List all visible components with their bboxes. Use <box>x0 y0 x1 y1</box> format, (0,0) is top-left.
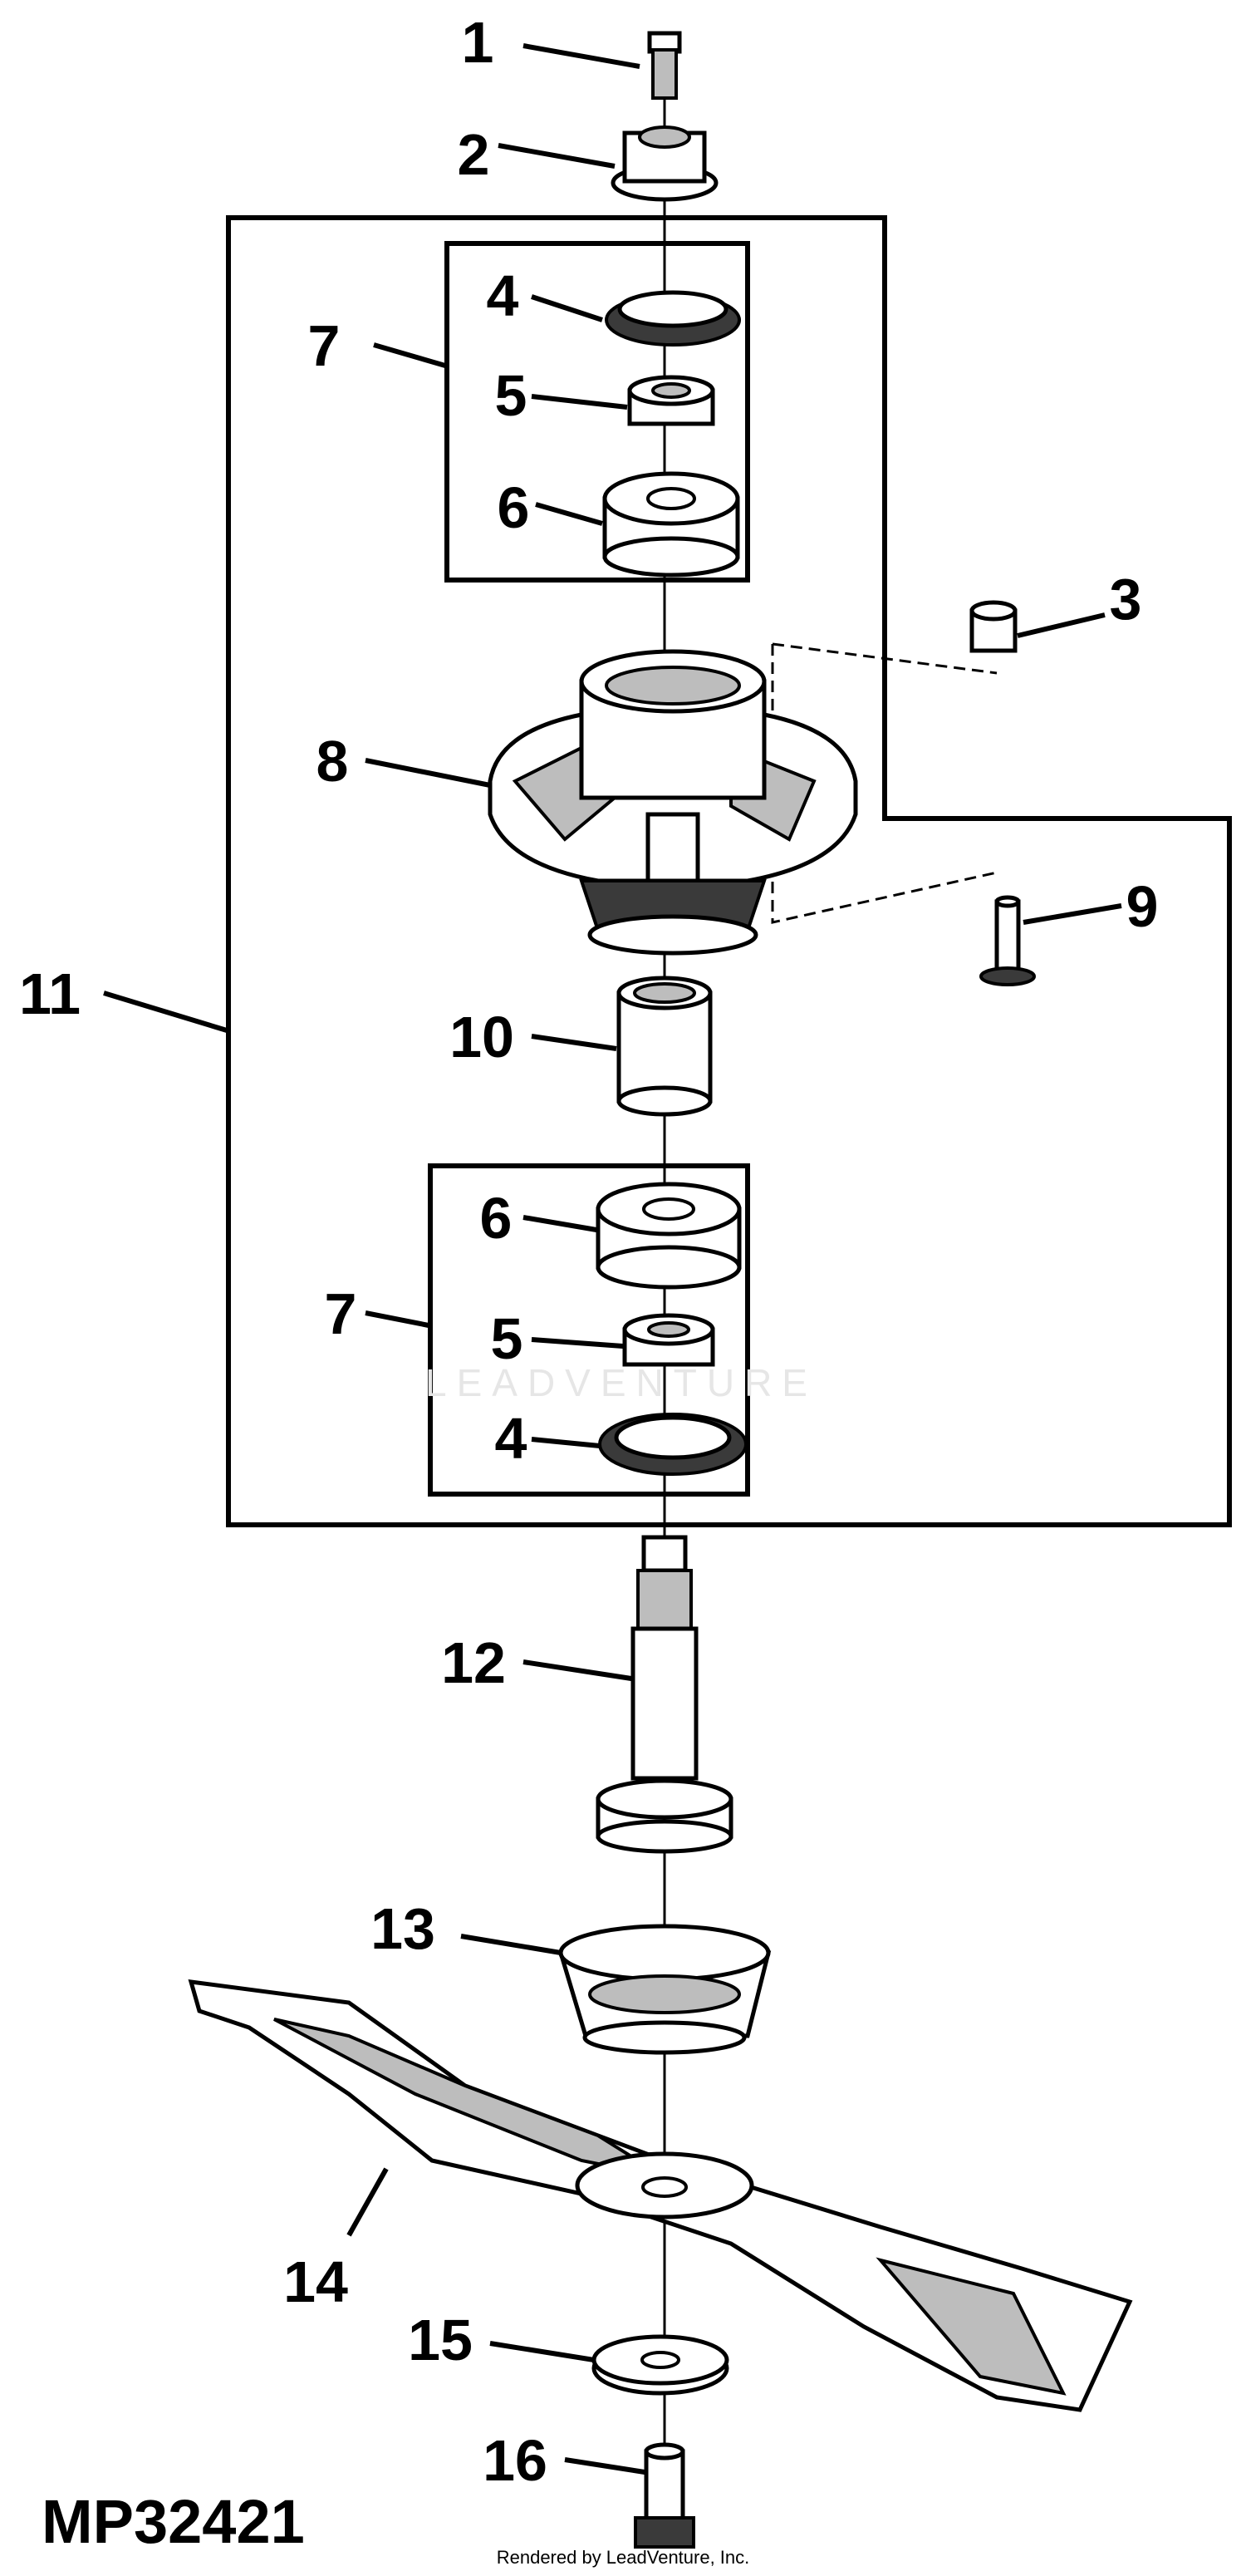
part-5-bearing-upper <box>627 375 715 426</box>
part-5-bearing-lower <box>622 1313 715 1367</box>
part-10-spacer-tube <box>616 976 713 1117</box>
part-14-mower-blade <box>188 1979 1133 2412</box>
dashed-connector-3 <box>772 642 998 675</box>
callout-14: 14 <box>283 2249 348 2314</box>
callout-13: 13 <box>370 1896 435 1961</box>
callout-7-upper: 7 <box>308 313 341 378</box>
figure-id: MP32421 <box>42 2487 305 2556</box>
part-13-blade-adapter <box>557 1924 772 2055</box>
callout-10: 10 <box>449 1005 514 1069</box>
watermark-text: LEADVENTURE <box>425 1361 817 1404</box>
callout-5-lower: 5 <box>491 1306 523 1371</box>
bearing-kit-box-upper <box>444 241 750 583</box>
callout-9: 9 <box>1126 874 1159 939</box>
part-3-nut <box>969 600 1018 653</box>
part-4-seal-upper <box>605 290 741 347</box>
part-6-spacer-upper <box>602 471 740 578</box>
part-6-spacer-lower <box>596 1182 742 1290</box>
callout-8: 8 <box>316 729 349 794</box>
render-credit: Rendered by LeadVenture, Inc. <box>497 2547 750 2568</box>
part-8-spindle-housing <box>488 649 858 956</box>
callout-1: 1 <box>462 10 494 75</box>
part-9-bolt <box>979 895 1036 986</box>
callout-16: 16 <box>483 2428 547 2493</box>
callout-15: 15 <box>408 2308 473 2372</box>
callout-5-upper: 5 <box>495 363 527 428</box>
callout-3: 3 <box>1110 567 1142 632</box>
leader-lines <box>103 43 1122 2475</box>
part-4-seal-lower <box>598 1413 748 1476</box>
part-1-screw <box>647 31 682 100</box>
callout-2: 2 <box>458 122 490 187</box>
part-15-washer <box>591 2334 729 2396</box>
callout-12: 12 <box>441 1630 506 1695</box>
callout-6-lower: 6 <box>480 1186 513 1251</box>
callout-6-upper: 6 <box>498 475 530 540</box>
callout-4-lower: 4 <box>495 1406 527 1471</box>
assembly-11-outline <box>226 215 1232 1527</box>
callout-4-upper: 4 <box>487 263 519 328</box>
bearing-kit-box-lower <box>428 1163 750 1497</box>
callout-7-lower: 7 <box>325 1281 357 1346</box>
part-2-flange-nut <box>611 125 719 202</box>
part-12-spindle-shaft <box>596 1535 733 1854</box>
part-16-blade-bolt <box>634 2442 695 2549</box>
callout-11: 11 <box>19 961 81 1026</box>
